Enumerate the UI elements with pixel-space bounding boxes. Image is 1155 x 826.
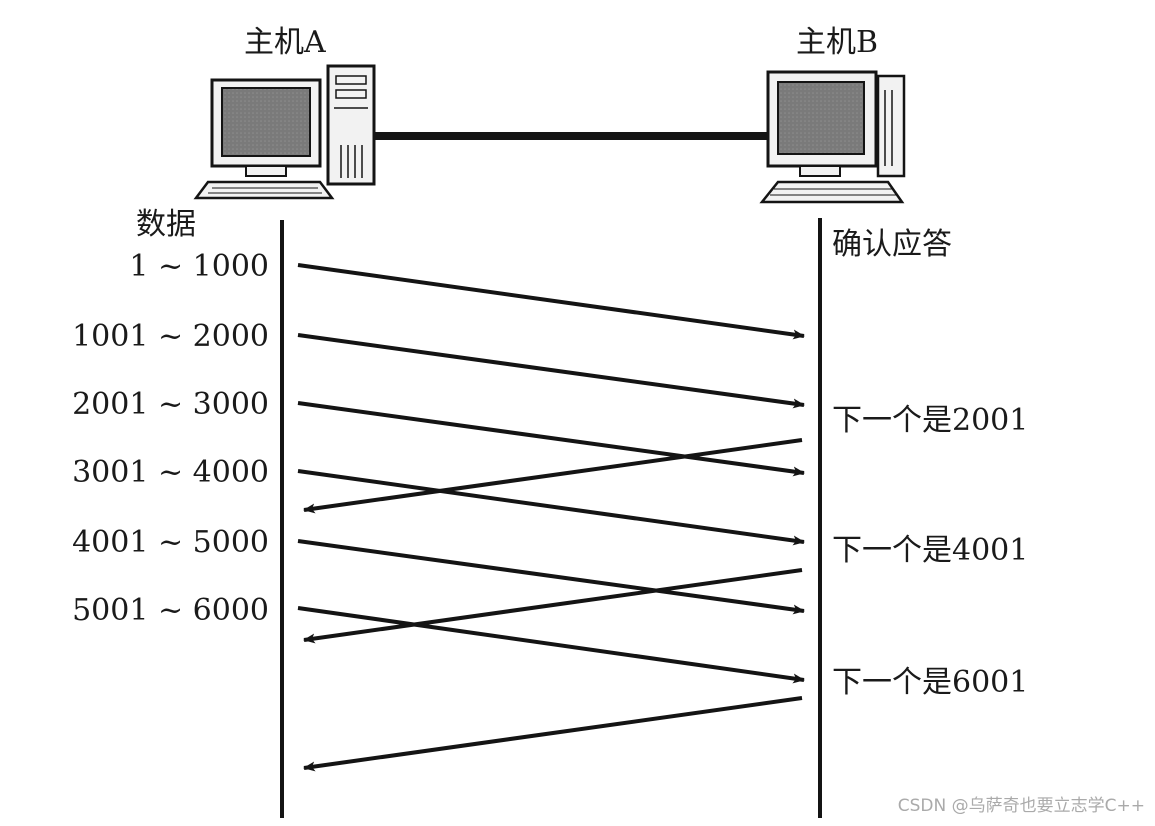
data-arrow-6: [297, 606, 805, 684]
ack-label-2: 下一个是4001: [832, 533, 1029, 568]
ack-header: 确认应答: [832, 227, 952, 262]
data-arrow-2: [297, 333, 805, 409]
data-segment-label-4: 3001 ~ 4000: [72, 455, 269, 490]
ack-label-1: 下一个是2001: [832, 403, 1029, 438]
host-a-label: 主机A: [244, 25, 326, 60]
ack-arrow-1: [303, 438, 803, 514]
ack-arrow-3: [303, 696, 803, 772]
host-a-computer-icon: [193, 64, 376, 200]
data-segment-label-2: 1001 ~ 2000: [72, 319, 269, 354]
data-arrow-3: [297, 401, 805, 477]
data-header: 数据: [136, 207, 196, 242]
data-arrow-1: [297, 263, 805, 340]
csdn-watermark: CSDN @乌萨奇也要立志学C++: [897, 796, 1145, 816]
data-segment-label-1: 1 ~ 1000: [129, 249, 269, 284]
data-arrow-4: [297, 469, 805, 546]
host-b-computer-icon: [759, 70, 906, 204]
data-arrow-5: [297, 539, 805, 615]
data-segment-label-6: 5001 ~ 6000: [72, 593, 269, 628]
data-segment-label-3: 2001 ~ 3000: [72, 387, 269, 422]
data-segment-label-5: 4001 ~ 5000: [72, 525, 269, 560]
ack-label-3: 下一个是6001: [832, 665, 1029, 700]
ack-arrow-2: [303, 568, 803, 644]
host-b-label: 主机B: [796, 25, 879, 60]
